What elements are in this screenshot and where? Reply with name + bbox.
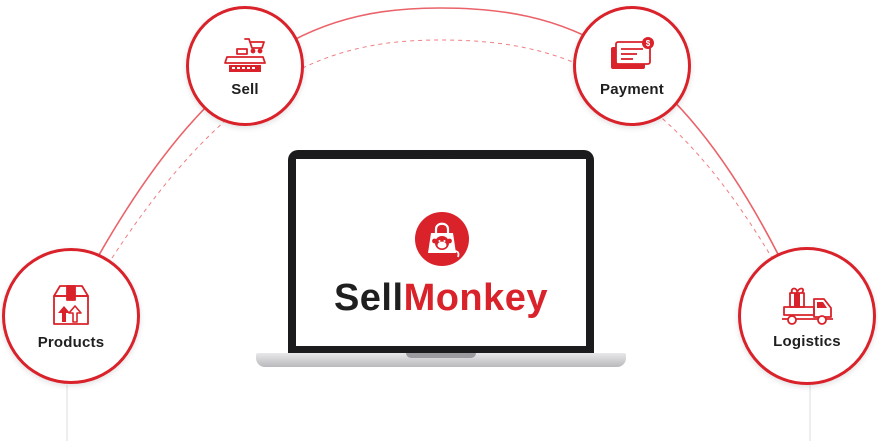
laptop-groove <box>406 353 476 358</box>
node-label: Sell <box>231 80 259 98</box>
node-label: Payment <box>600 80 664 98</box>
monkey-shopping-bag-icon <box>415 212 469 266</box>
brand-name-part1: Sell <box>333 277 404 319</box>
node-payment: $ Payment <box>573 6 691 126</box>
brand-name-part2: Monkey <box>403 277 549 319</box>
node-logistics: Logistics <box>738 247 876 385</box>
node-label: Logistics <box>773 332 841 350</box>
laptop-lid: SellMonkey <box>288 150 594 355</box>
camera-notch <box>423 150 459 159</box>
box-arrows-icon <box>53 284 89 325</box>
laptop-base <box>256 353 626 367</box>
brand-name: SellMonkey <box>296 277 586 320</box>
laptop: SellMonkey <box>256 150 626 370</box>
laptop-screen: SellMonkey <box>296 159 586 346</box>
payment-cards-icon: $ <box>611 36 654 69</box>
delivery-truck-icon <box>782 287 833 325</box>
svg-text:$: $ <box>646 39 651 48</box>
node-sell: Sell <box>186 6 304 126</box>
node-products: Products <box>2 248 140 384</box>
node-label: Products <box>37 333 105 351</box>
pos-register-cart-icon <box>224 37 266 72</box>
